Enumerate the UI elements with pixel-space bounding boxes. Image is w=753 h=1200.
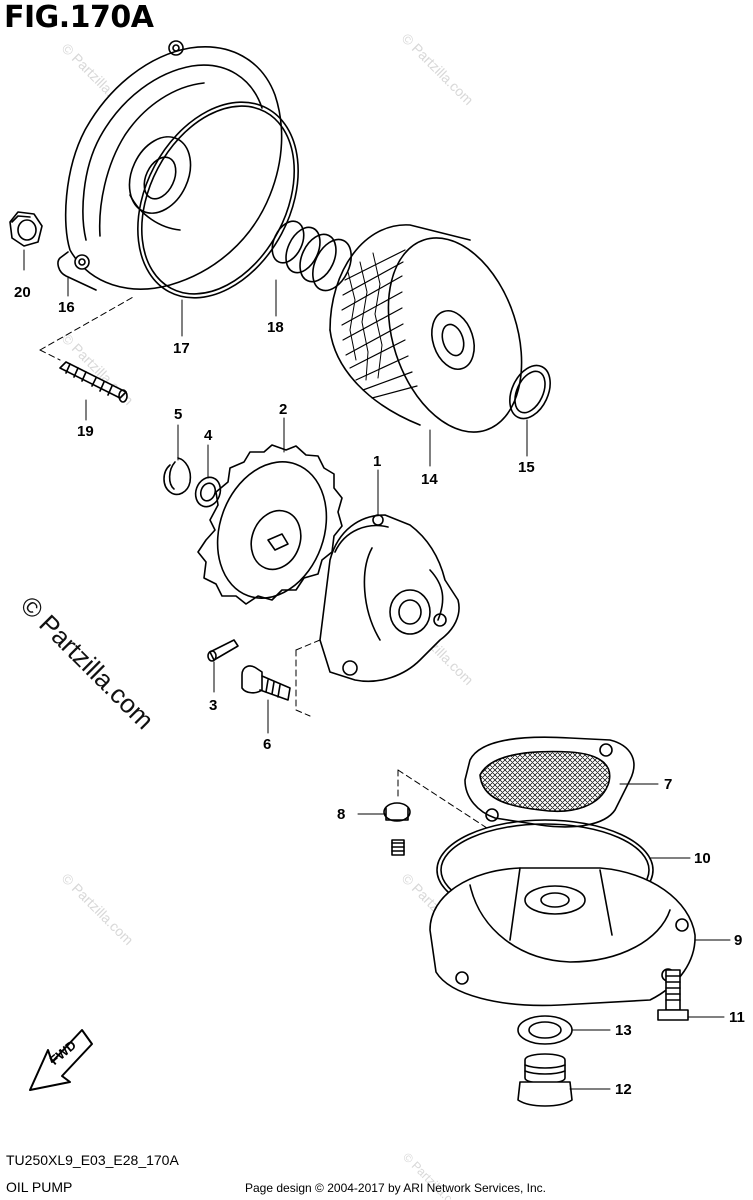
callout-11[interactable]: 11 [729, 1009, 745, 1026]
part-9-pump-cover[interactable] [429, 867, 696, 1007]
callout-17[interactable]: 17 [173, 340, 190, 357]
callout-12[interactable]: 12 [615, 1081, 632, 1098]
callout-10[interactable]: 10 [694, 850, 711, 867]
callout-19[interactable]: 19 [77, 423, 94, 440]
part-2-gear[interactable] [197, 444, 345, 614]
part-17-o-ring[interactable] [106, 74, 331, 325]
copyright-credit: Page design © 2004-2017 by ARI Network S… [245, 1181, 547, 1195]
figure-title: FIG.170A [4, 0, 154, 35]
callout-7[interactable]: 7 [664, 776, 673, 793]
leader-lines [23, 249, 731, 1090]
callout-8[interactable]: 8 [337, 806, 346, 823]
diagram-code: TU250XL9_E03_E28_170A [6, 1152, 179, 1168]
part-4-washer[interactable] [192, 474, 225, 510]
part-15-o-ring[interactable] [502, 359, 558, 425]
part-8-screw[interactable] [383, 802, 411, 856]
part-6-screw[interactable] [241, 665, 291, 701]
part-1-oil-pump[interactable] [319, 514, 460, 683]
callout-14[interactable]: 14 [421, 471, 438, 488]
callout-2[interactable]: 2 [279, 401, 288, 418]
part-14-oil-filter[interactable] [329, 221, 545, 450]
part-7-gasket[interactable] [464, 736, 635, 828]
part-20-nut[interactable] [9, 211, 43, 247]
callout-5[interactable]: 5 [174, 406, 183, 423]
callout-18[interactable]: 18 [267, 319, 284, 336]
part-12-drain-plug[interactable] [517, 1053, 573, 1107]
fwd-arrow [29, 1029, 93, 1091]
callout-13[interactable]: 13 [615, 1022, 632, 1039]
part-11-bolt[interactable] [657, 969, 689, 1021]
callout-20[interactable]: 20 [14, 284, 31, 301]
part-16-filter-cap[interactable] [57, 40, 283, 291]
callout-16[interactable]: 16 [58, 299, 75, 316]
part-5-circlip[interactable] [163, 457, 192, 496]
part-18-spring[interactable] [266, 216, 359, 297]
callout-9[interactable]: 9 [734, 932, 743, 949]
part-3-pin[interactable] [207, 639, 239, 662]
part-13-washer[interactable] [517, 1015, 573, 1045]
callout-3[interactable]: 3 [209, 697, 218, 714]
diagram-subtitle: OIL PUMP [6, 1179, 73, 1195]
callout-1[interactable]: 1 [373, 453, 382, 470]
callout-15[interactable]: 15 [518, 459, 535, 476]
part-19-stud-bolt[interactable] [59, 361, 128, 403]
callout-6[interactable]: 6 [263, 736, 272, 753]
callout-4[interactable]: 4 [204, 427, 213, 444]
